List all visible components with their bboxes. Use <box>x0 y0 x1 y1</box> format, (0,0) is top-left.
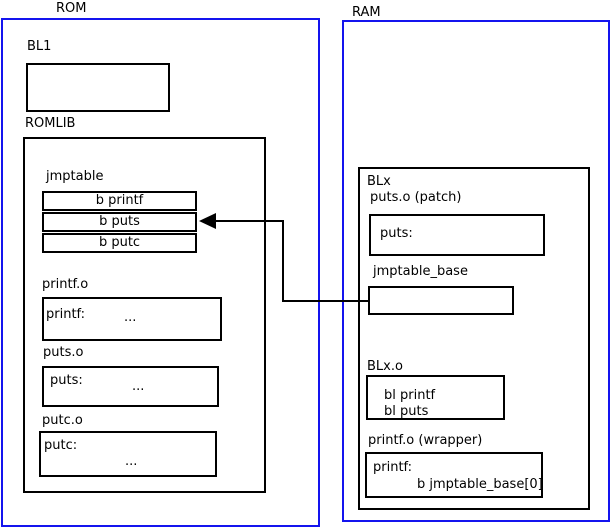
arrow-segment-vertical <box>282 220 284 302</box>
blx-label: BLx <box>367 174 391 189</box>
printf-wrapper-symbol: printf: <box>373 460 413 475</box>
bl1-label: BL1 <box>27 39 52 54</box>
jmptable-row-printf: b printf <box>42 191 197 211</box>
puts-patch-box: puts: <box>369 214 545 256</box>
blx-o-label: BLx.o <box>367 359 403 374</box>
jmptable-row-printf-label: b printf <box>95 193 144 208</box>
romlib-label: ROMLIB <box>25 116 76 131</box>
printf-o-ellipsis: ... <box>124 310 137 325</box>
puts-o-ellipsis: ... <box>132 379 145 394</box>
puts-o-label: puts.o <box>43 345 84 360</box>
arrow-segment-horizontal-lower <box>282 300 368 302</box>
puts-o-box: puts: ... <box>42 366 219 407</box>
printf-wrapper-label: printf.o (wrapper) <box>368 433 483 448</box>
ram-label: RAM <box>352 5 381 20</box>
putc-o-label: putc.o <box>42 413 83 428</box>
printf-o-box: printf: ... <box>42 297 222 341</box>
jmptable-base-box <box>368 286 514 315</box>
blx-o-line2: bl puts <box>384 404 429 419</box>
blx-o-box: bl printf bl puts <box>366 375 505 420</box>
jmptable-row-puts-label: b puts <box>99 214 140 229</box>
printf-o-label: printf.o <box>42 277 89 292</box>
putc-o-symbol: putc: <box>44 438 78 453</box>
printf-wrapper-box: printf: b jmptable_base[0] <box>365 452 543 498</box>
jmptable-row-puts: b puts <box>42 212 197 232</box>
rom-region-frame <box>1 18 320 527</box>
jmptable-row-putc: b putc <box>42 233 197 253</box>
jmptable-label: jmptable <box>46 169 104 184</box>
printf-o-symbol: printf: <box>46 307 86 322</box>
jmptable-row-putc-label: b putc <box>98 235 141 250</box>
putc-o-ellipsis: ... <box>125 454 138 469</box>
puts-patch-label: puts.o (patch) <box>370 190 462 205</box>
ram-region-frame <box>342 20 610 522</box>
blx-o-line1: bl printf <box>384 388 436 403</box>
puts-o-symbol: puts: <box>50 373 83 388</box>
arrow-head-icon <box>199 213 216 229</box>
puts-patch-symbol: puts: <box>380 226 413 241</box>
rom-label: ROM <box>56 1 87 16</box>
putc-o-box: putc: ... <box>39 431 217 477</box>
printf-wrapper-body: b jmptable_base[0] <box>417 477 543 492</box>
jmptable-base-label: jmptable_base <box>373 264 468 279</box>
arrow-segment-horizontal-upper <box>214 220 284 222</box>
bl1-box <box>26 63 170 112</box>
